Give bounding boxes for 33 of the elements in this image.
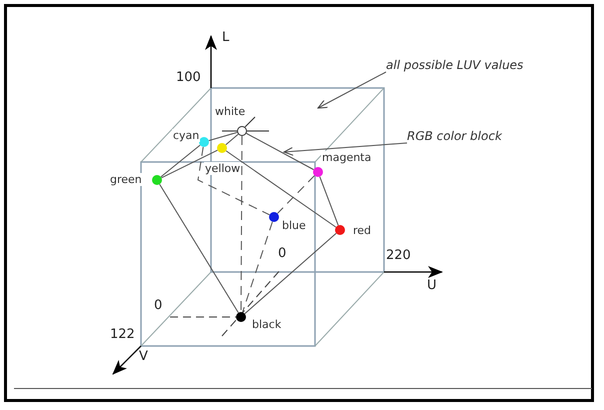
block-edge <box>242 221 273 313</box>
point-label: red <box>352 224 372 237</box>
block-edge <box>225 134 239 146</box>
block-edge <box>208 132 238 142</box>
axis-value: 100 <box>176 70 201 85</box>
block-edge <box>277 175 315 214</box>
leader-arrow <box>318 72 386 108</box>
block-edge <box>197 146 270 216</box>
block-edge <box>244 232 337 314</box>
block-edge <box>226 150 336 228</box>
block-edge <box>160 150 218 178</box>
axis-label: L <box>222 30 230 45</box>
point-label: magenta <box>321 151 372 164</box>
block-edge <box>160 144 201 178</box>
axis-label: U <box>427 278 437 293</box>
axis-value: 0 <box>154 298 162 313</box>
axis-label: V <box>139 349 148 364</box>
block-edge <box>246 132 314 170</box>
axis-value: 220 <box>386 248 411 263</box>
point-label: cyan <box>172 129 200 142</box>
block-edge <box>319 176 339 226</box>
point-label: yellow <box>204 162 242 175</box>
callout-text: RGB color block <box>407 129 502 143</box>
callout-text: all possible LUV values <box>386 58 524 72</box>
leader-arrow <box>284 142 408 156</box>
point-label: white <box>214 105 246 118</box>
block-edge <box>159 184 239 314</box>
point-label: black <box>251 318 282 331</box>
axis-value: 0 <box>278 246 286 261</box>
block-edge <box>240 136 242 312</box>
axis-value: 122 <box>110 327 135 342</box>
point-label: blue <box>281 219 307 232</box>
point-label: green <box>109 173 143 186</box>
